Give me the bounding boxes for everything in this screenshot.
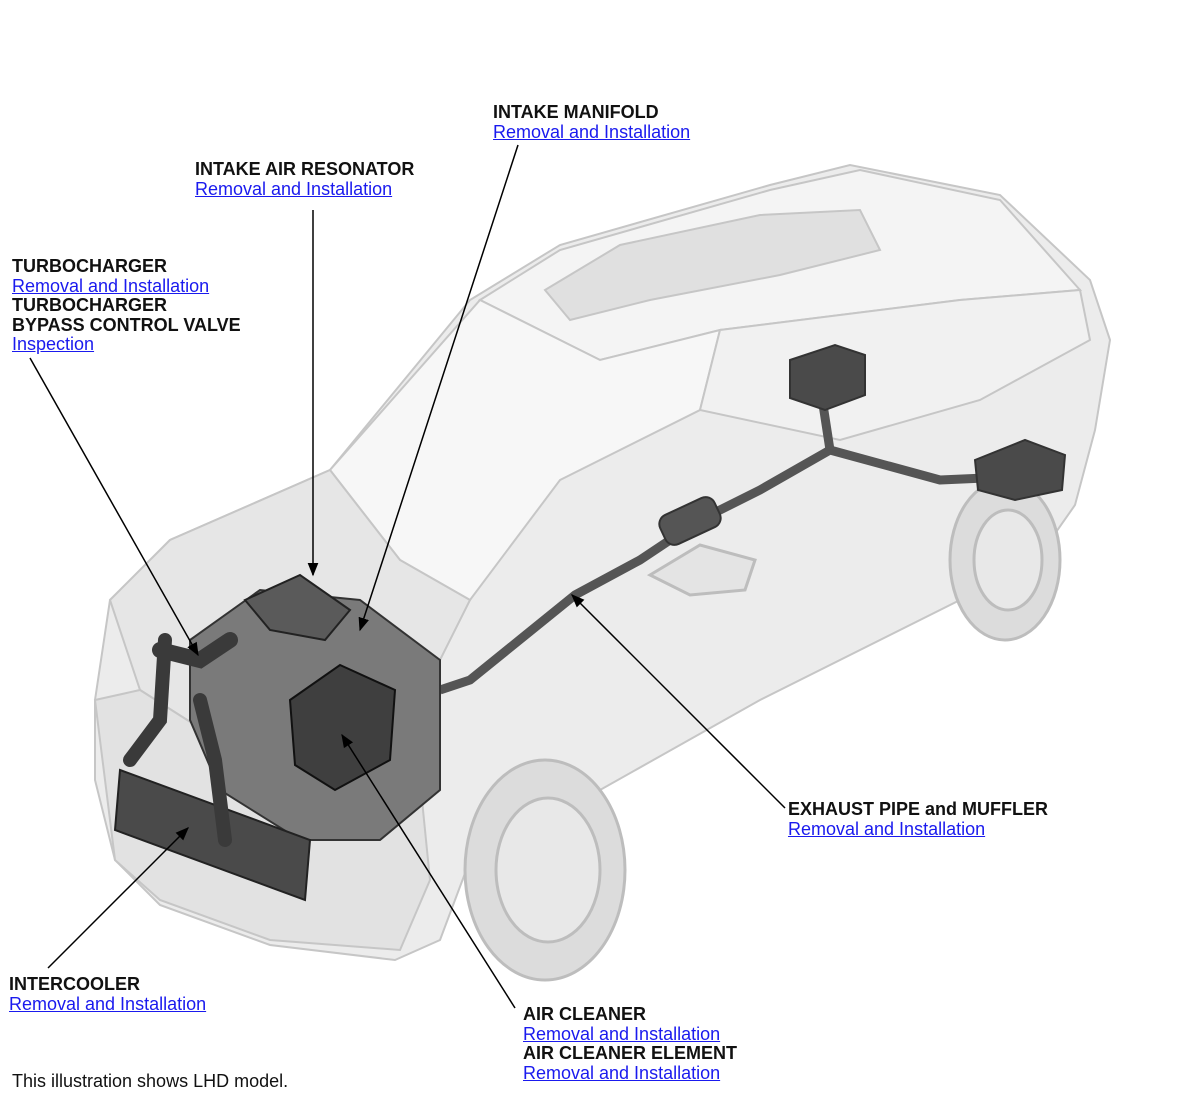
callout-exhaust: EXHAUST PIPE and MUFFLER Removal and Ins… [788, 799, 1049, 839]
center-muffler [658, 496, 722, 546]
callout-intake-manifold: INTAKE MANIFOLD Removal and Installation [493, 102, 691, 142]
air-cleaner-box [288, 663, 397, 792]
turbocharger-bypass-title-line1: TURBOCHARGER [12, 295, 167, 315]
front-wheel-rim [494, 796, 602, 944]
callout-turbocharger: TURBOCHARGER Removal and Installation TU… [12, 256, 241, 355]
rear-muffler-left [789, 343, 866, 412]
callout-air-cleaner: AIR CLEANER Removal and Installation AIR… [523, 1004, 738, 1083]
leader-turbocharger [29, 357, 199, 657]
side-windows [698, 288, 1092, 442]
intercooler-title: INTERCOOLER [9, 974, 141, 994]
engine-assembly [113, 573, 441, 902]
turbocharger-removal-link[interactable]: Removal and Installation [12, 275, 210, 296]
turbocharger-bypass-inspection-link[interactable]: Inspection [12, 334, 95, 354]
leader-intercooler [47, 827, 189, 969]
leader-exhaust [571, 594, 786, 809]
rear-muffler-right [973, 438, 1067, 502]
callout-intake-air-resonator: INTAKE AIR RESONATOR Removal and Install… [195, 159, 415, 199]
exhaust-removal-link[interactable]: Removal and Installation [788, 818, 986, 839]
rear-wheel-rim [972, 508, 1044, 612]
intercooler-removal-link[interactable]: Removal and Installation [9, 993, 207, 1014]
intercooler-part [113, 768, 312, 902]
intake-manifold-removal-link[interactable]: Removal and Installation [493, 121, 691, 142]
air-cleaner-element-title: AIR CLEANER ELEMENT [523, 1043, 738, 1063]
air-cleaner-title: AIR CLEANER [523, 1004, 647, 1024]
lhd-model-note: This illustration shows LHD model. [12, 1071, 289, 1091]
exhaust-system [438, 343, 1067, 695]
leader-air-cleaner [341, 733, 516, 1009]
turbocharger-bypass-title-line2: BYPASS CONTROL VALVE [12, 314, 241, 335]
intake-air-resonator-title: INTAKE AIR RESONATOR [195, 159, 415, 179]
air-cleaner-removal-link[interactable]: Removal and Installation [523, 1023, 721, 1044]
exhaust-title: EXHAUST PIPE and MUFFLER [788, 799, 1049, 819]
turbo-pipe [152, 632, 238, 669]
intake-air-resonator-part [243, 573, 352, 642]
leader-intake-manifold [358, 144, 519, 632]
air-cleaner-element-removal-link[interactable]: Removal and Installation [523, 1062, 721, 1083]
intercooler-hose [123, 633, 232, 847]
intake-air-resonator-removal-link[interactable]: Removal and Installation [195, 178, 393, 199]
sunroof [543, 208, 882, 322]
side-mirror [646, 543, 757, 597]
leader-lines [29, 144, 786, 1009]
wheels [463, 478, 1062, 982]
callout-intercooler: INTERCOOLER Removal and Installation [9, 974, 207, 1014]
intake-manifold-title: INTAKE MANIFOLD [493, 102, 659, 122]
turbocharger-title: TURBOCHARGER [12, 256, 167, 276]
